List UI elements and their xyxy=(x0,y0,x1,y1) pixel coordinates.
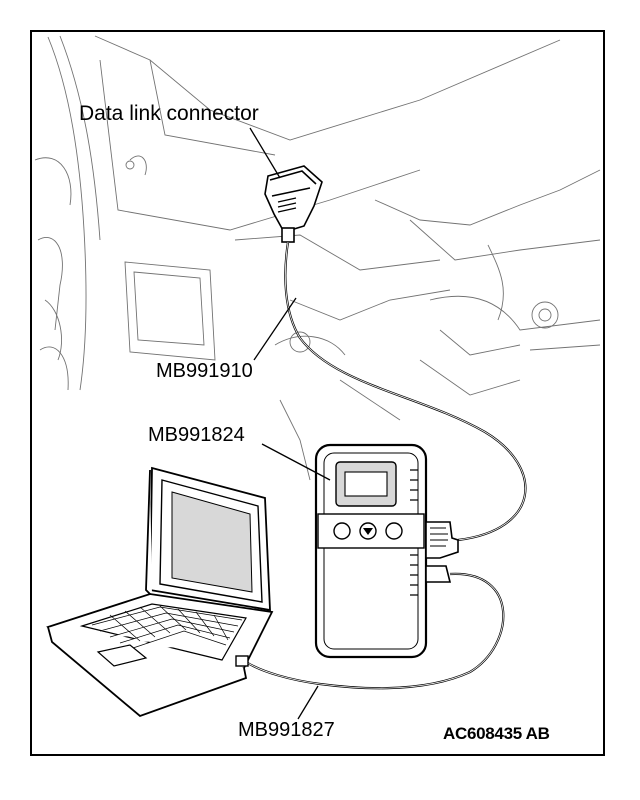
mb991824-leader-line xyxy=(261,443,331,481)
mb991827-label: MB991827 xyxy=(238,719,335,741)
mb991910-leader-line xyxy=(253,297,297,361)
figure-code: AC608435 AB xyxy=(443,724,550,743)
data-link-connector-label: Data link connector xyxy=(79,102,259,125)
dashboard-background xyxy=(34,35,601,481)
mb991910-label: MB991910 xyxy=(156,360,253,382)
interface-unit xyxy=(314,443,459,659)
data-link-connector-plug xyxy=(264,165,323,243)
dlc-leader-line xyxy=(249,127,281,179)
laptop-computer xyxy=(46,466,274,718)
enter-button-icon xyxy=(385,522,403,540)
mb991824-label: MB991824 xyxy=(148,424,245,446)
figure-frame xyxy=(30,30,605,756)
interface-usb-port xyxy=(425,565,452,583)
mb991827-leader-line xyxy=(297,685,319,720)
esc-button-icon xyxy=(333,522,351,540)
